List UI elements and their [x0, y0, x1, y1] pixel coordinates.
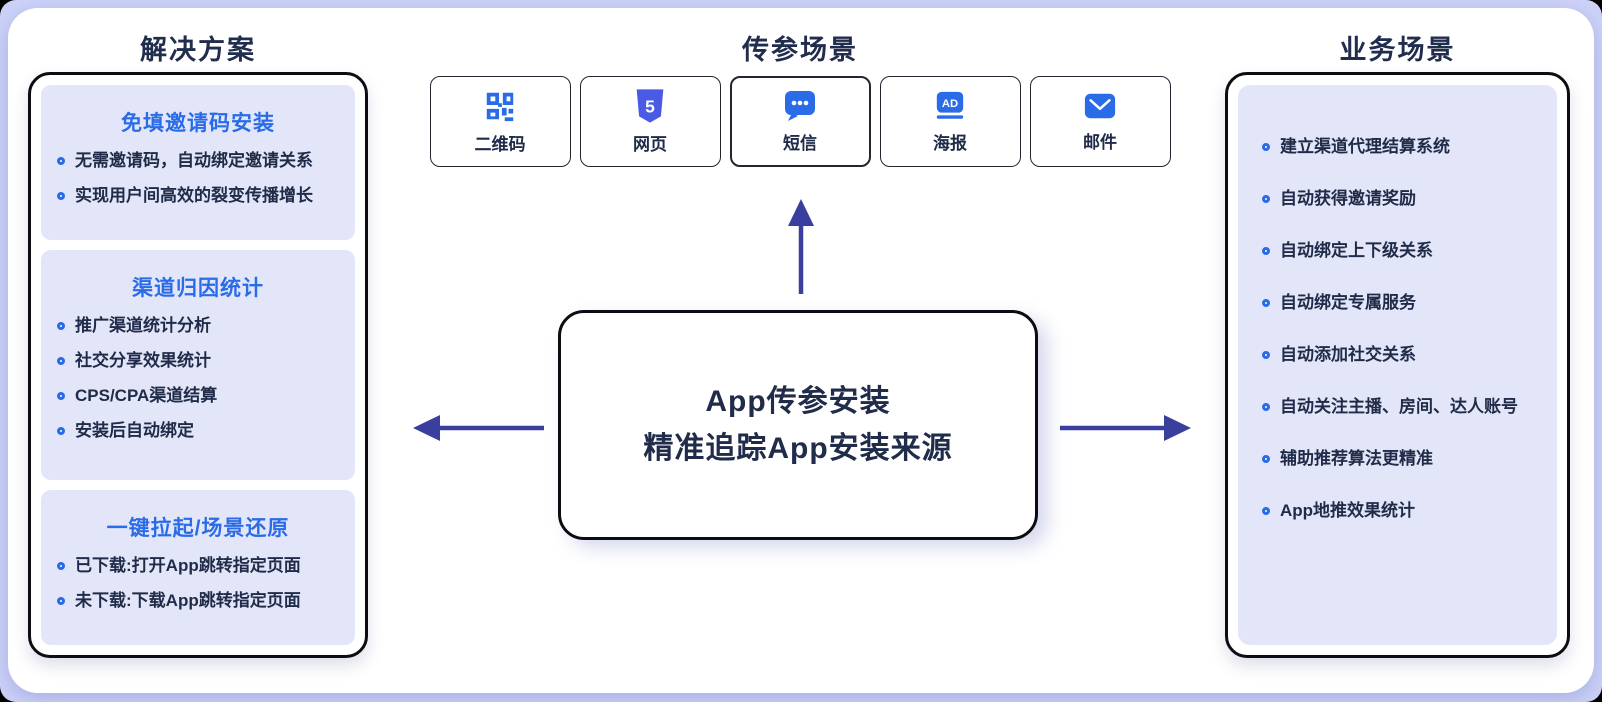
solutions-box: 免填邀请码安装 无需邀请码，自动绑定邀请关系 实现用户间高效的裂变传播增长 渠道… [28, 72, 368, 658]
bullet-circle-icon [1262, 247, 1270, 255]
bullet-circle-icon [57, 322, 65, 330]
solution-card-title: 一键拉起/场景还原 [106, 517, 290, 540]
bullet-circle-icon [57, 157, 65, 165]
solution-card-invite-free: 免填邀请码安装 无需邀请码，自动绑定邀请关系 实现用户间高效的裂变传播增长 [41, 85, 355, 240]
channel-label: 短信 [783, 134, 817, 153]
left-section-title: 解决方案 [140, 35, 256, 65]
solution-card-attribution: 渠道归因统计 推广渠道统计分析 社交分享效果统计 CPS/CPA渠道结算 安装后… [41, 250, 355, 480]
list-item: 辅助推荐算法更精准 [1262, 448, 1535, 470]
list-item: 推广渠道统计分析 [57, 315, 339, 337]
ad-glyph: AD [942, 97, 958, 109]
bullet-circle-icon [1262, 455, 1270, 463]
middle-section-title: 传参场景 [742, 35, 858, 65]
list-item: 自动添加社交关系 [1262, 344, 1535, 366]
arrow-right-icon [1060, 415, 1191, 441]
list-item-label: 自动获得邀请奖励 [1280, 189, 1416, 208]
sms-icon [785, 91, 815, 121]
channel-card-poster: AD 海报 [879, 76, 1021, 167]
list-item-label: 社交分享效果统计 [75, 351, 211, 370]
center-box-line2: 精准追踪App安装来源 [643, 432, 953, 465]
mail-icon [1084, 93, 1116, 118]
list-item-label: App地推效果统计 [1280, 501, 1416, 520]
list-item-label: 建立渠道代理结算系统 [1280, 137, 1450, 156]
solution-card-deeplink: 一键拉起/场景还原 已下载:打开App跳转指定页面 未下载:下载App跳转指定页… [41, 490, 355, 645]
list-item: 已下载:打开App跳转指定页面 [57, 555, 339, 577]
list-item-label: 自动绑定专属服务 [1280, 293, 1416, 312]
bullet-circle-icon [1262, 143, 1270, 151]
bullet-circle-icon [57, 562, 65, 570]
bullet-circle-icon [57, 192, 65, 200]
bullet-circle-icon [57, 357, 65, 365]
channel-label: 二维码 [474, 134, 526, 154]
right-section-title: 业务场景 [1339, 35, 1456, 65]
bullet-circle-icon [1262, 351, 1270, 359]
solution-card-title: 免填邀请码安装 [121, 112, 275, 135]
bullet-circle-icon [1262, 299, 1270, 307]
list-item: 自动关注主播、房间、达人账号 [1262, 396, 1535, 418]
list-item: CPS/CPA渠道结算 [57, 385, 339, 407]
list-item: 实现用户间高效的裂变传播增长 [57, 185, 339, 207]
business-box: 建立渠道代理结算系统 自动获得邀请奖励 自动绑定上下级关系 自动绑定专属服务 自… [1225, 72, 1570, 658]
list-item-label: 推广渠道统计分析 [75, 316, 211, 335]
arrow-up-icon [788, 199, 814, 294]
list-item: 安装后自动绑定 [57, 420, 339, 442]
list-item-label: 已下载:打开App跳转指定页面 [75, 556, 301, 575]
bullet-circle-icon [57, 392, 65, 400]
list-item-label: 自动关注主播、房间、达人账号 [1280, 397, 1518, 416]
list-item-label: CPS/CPA渠道结算 [75, 386, 218, 405]
arrow-left-icon [413, 415, 544, 441]
html5-glyph: 5 [645, 96, 655, 116]
list-item: 社交分享效果统计 [57, 350, 339, 372]
list-item: 自动绑定专属服务 [1262, 292, 1535, 314]
bullet-circle-icon [1262, 195, 1270, 203]
list-item-label: 自动绑定上下级关系 [1280, 241, 1433, 260]
bullet-circle-icon [57, 427, 65, 435]
center-box-line1: App传参安装 [705, 385, 891, 418]
list-item: App地推效果统计 [1262, 500, 1535, 522]
business-card: 建立渠道代理结算系统 自动获得邀请奖励 自动绑定上下级关系 自动绑定专属服务 自… [1238, 85, 1557, 645]
channel-label: 邮件 [1083, 132, 1117, 152]
list-item: 无需邀请码，自动绑定邀请关系 [57, 150, 339, 172]
solution-card-title: 渠道归因统计 [132, 277, 264, 300]
bullet-circle-icon [57, 597, 65, 605]
channel-card-sms: 短信 [729, 76, 871, 167]
list-item-label: 安装后自动绑定 [75, 421, 194, 440]
list-item-label: 未下载:下载App跳转指定页面 [75, 591, 301, 610]
channel-label: 海报 [933, 133, 967, 153]
channel-card-mail: 邮件 [1029, 76, 1171, 167]
channel-card-webpage: 5 网页 [579, 76, 721, 167]
list-item: 未下载:下载App跳转指定页面 [57, 590, 339, 612]
qrcode-icon [486, 92, 514, 121]
list-item: 自动绑定上下级关系 [1262, 240, 1535, 262]
list-item: 自动获得邀请奖励 [1262, 188, 1535, 210]
bullet-circle-icon [1262, 403, 1270, 411]
channel-card-row: 二维码 5 网页 短信 AD 海报 [420, 76, 1180, 167]
ad-poster-icon: AD [936, 91, 964, 119]
list-item: 建立渠道代理结算系统 [1262, 136, 1535, 158]
list-item-label: 辅助推荐算法更精准 [1280, 449, 1433, 468]
channel-card-qrcode: 二维码 [429, 76, 571, 167]
center-feature-box: App传参安装 精准追踪App安装来源 [558, 310, 1038, 540]
list-item-label: 自动添加社交关系 [1280, 345, 1416, 364]
channel-label: 网页 [633, 134, 667, 154]
html5-icon: 5 [636, 88, 664, 123]
list-item-label: 实现用户间高效的裂变传播增长 [75, 186, 313, 205]
bullet-circle-icon [1262, 507, 1270, 515]
list-item-label: 无需邀请码，自动绑定邀请关系 [75, 151, 313, 170]
